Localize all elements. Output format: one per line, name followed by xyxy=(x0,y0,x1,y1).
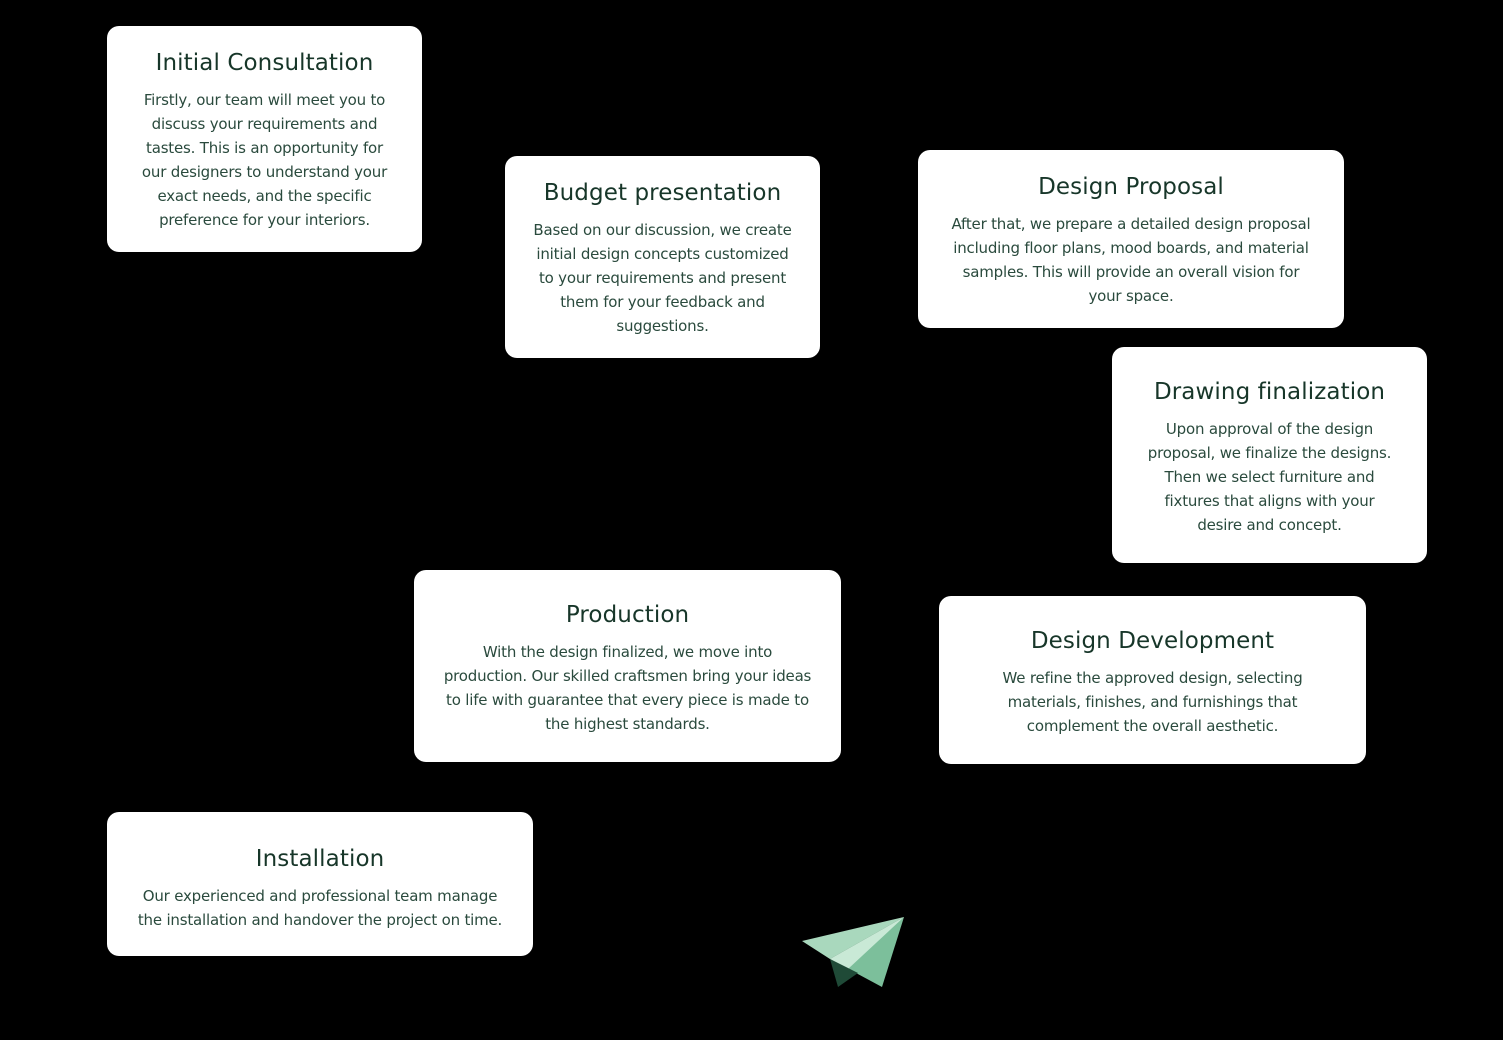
plane-fold xyxy=(830,917,904,969)
step-title: Design Development xyxy=(1030,628,1275,654)
step-title: Production xyxy=(565,602,690,628)
step-description: We refine the approved design, selecting… xyxy=(1002,669,1303,735)
step-card-budget-presentation: Budget presentation Based on our discuss… xyxy=(505,156,820,358)
step-card-production: Production With the design finalized, we… xyxy=(414,570,841,762)
step-description: Firstly, our team will meet you to discu… xyxy=(141,91,388,229)
step-card-initial-consultation: Initial Consultation Firstly, our team w… xyxy=(107,26,422,252)
step-description: With the design finalized, we move into … xyxy=(443,643,812,733)
step-title: Design Proposal xyxy=(1038,174,1224,200)
step-title: Installation xyxy=(255,846,385,872)
step-card-drawing-finalization: Drawing finalization Upon approval of th… xyxy=(1112,347,1427,563)
step-description: Upon approval of the design proposal, we… xyxy=(1147,420,1392,534)
step-description: Our experienced and professional team ma… xyxy=(137,887,503,929)
step-card-design-development: Design Development We refine the approve… xyxy=(939,596,1366,764)
step-description: After that, we prepare a detailed design… xyxy=(951,215,1311,305)
paper-plane-icon xyxy=(802,917,904,987)
plane-body xyxy=(830,917,904,987)
step-title: Initial Consultation xyxy=(155,50,374,76)
step-title: Budget presentation xyxy=(543,180,782,206)
step-card-design-proposal: Design Proposal After that, we prepare a… xyxy=(918,150,1344,328)
step-description: Based on our discussion, we create initi… xyxy=(533,221,792,335)
plane-wing xyxy=(802,917,904,959)
step-card-installation: Installation Our experienced and profess… xyxy=(107,812,533,956)
step-title: Drawing finalization xyxy=(1153,379,1386,405)
plane-underside xyxy=(830,959,858,987)
